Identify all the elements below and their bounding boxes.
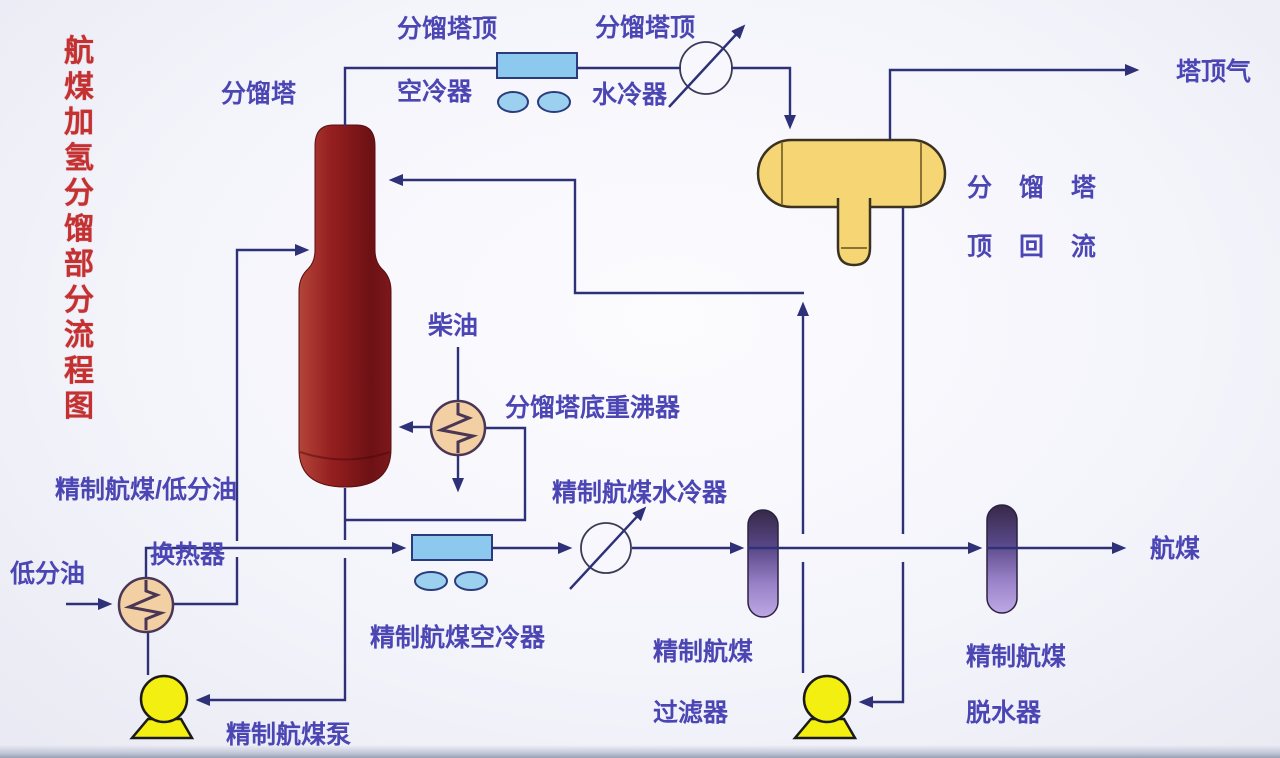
jet-dehydrator: [986, 504, 1018, 614]
tower-gas-line: [888, 64, 1140, 139]
fractionator-column: [298, 124, 392, 488]
label-jet-dehydrator: 脱水器: [966, 699, 1042, 727]
label-overhead-water-cooler: 分馏塔顶: [595, 14, 696, 42]
jet-water-cooler: [569, 506, 647, 590]
cooler-to-drum-line: [731, 66, 796, 130]
feed-bottoms-heat-exchanger: [117, 576, 175, 634]
label-heat-exchanger: 精制航煤/低分油: [55, 476, 237, 504]
label-overhead-water-cooler: 水冷器: [592, 81, 668, 109]
jet-filter: [747, 509, 779, 618]
jet-product-line: [144, 542, 407, 577]
piping: [66, 64, 1140, 708]
label-reboiler: 分馏塔底重沸器: [505, 394, 681, 422]
label-jet-water-cooler: 精制航煤水冷器: [552, 479, 728, 507]
heated-feed-line: [174, 557, 239, 606]
label-reflux-drum: 分 馏 塔: [967, 174, 1106, 202]
fan-icon: [414, 571, 448, 591]
label-heat-exchanger: 换热器: [150, 541, 226, 569]
bottoms-line: [195, 558, 347, 706]
drum-downcomer: [858, 562, 905, 708]
label-jet-pump: 精制航煤泵: [226, 721, 352, 749]
label-fractionator: 分馏塔: [221, 80, 297, 108]
label-jet-air-cooler: 精制航煤空冷器: [370, 624, 546, 652]
label-jet-filter: 精制航煤: [653, 638, 754, 666]
bottom-reboiler: [429, 399, 487, 457]
overhead-vapor-line: [343, 66, 497, 126]
label-jet-filter: 过滤器: [653, 699, 729, 727]
label-diesel: 柴油: [428, 312, 479, 340]
overhead-air-cooler: [496, 52, 578, 113]
jet-air-cooler: [411, 534, 493, 591]
label-overhead-air-cooler: 空冷器: [397, 78, 473, 106]
label-feed-oil: 低分油: [10, 560, 86, 588]
fan-icon: [537, 91, 571, 113]
label-jet-dehydrator: 精制航煤: [966, 643, 1067, 671]
screen-bottom-edge: [0, 745, 1280, 758]
label-reflux-drum: 顶 回 流: [967, 233, 1106, 261]
reflux-return-line: [388, 174, 804, 295]
zigzag-icon: [123, 580, 167, 630]
diagram-title: 航煤加氢分馏部分流程图: [64, 35, 94, 423]
jet-fuel-pump: [129, 674, 195, 740]
fan-icon: [454, 571, 488, 591]
reflux-pump: [792, 674, 858, 740]
label-tower-top-gas: 塔顶气: [1176, 58, 1252, 86]
reboiler-feed-line: [346, 426, 527, 522]
zigzag-icon: [435, 403, 479, 453]
heated-feed-line: [235, 244, 310, 541]
reflux-drum: [756, 138, 947, 267]
drum-boot: [838, 198, 870, 265]
fan-icon: [497, 91, 529, 113]
label-overhead-air-cooler: 分馏塔顶: [397, 15, 498, 43]
label-jet-fuel-out: 航煤: [1150, 535, 1201, 563]
